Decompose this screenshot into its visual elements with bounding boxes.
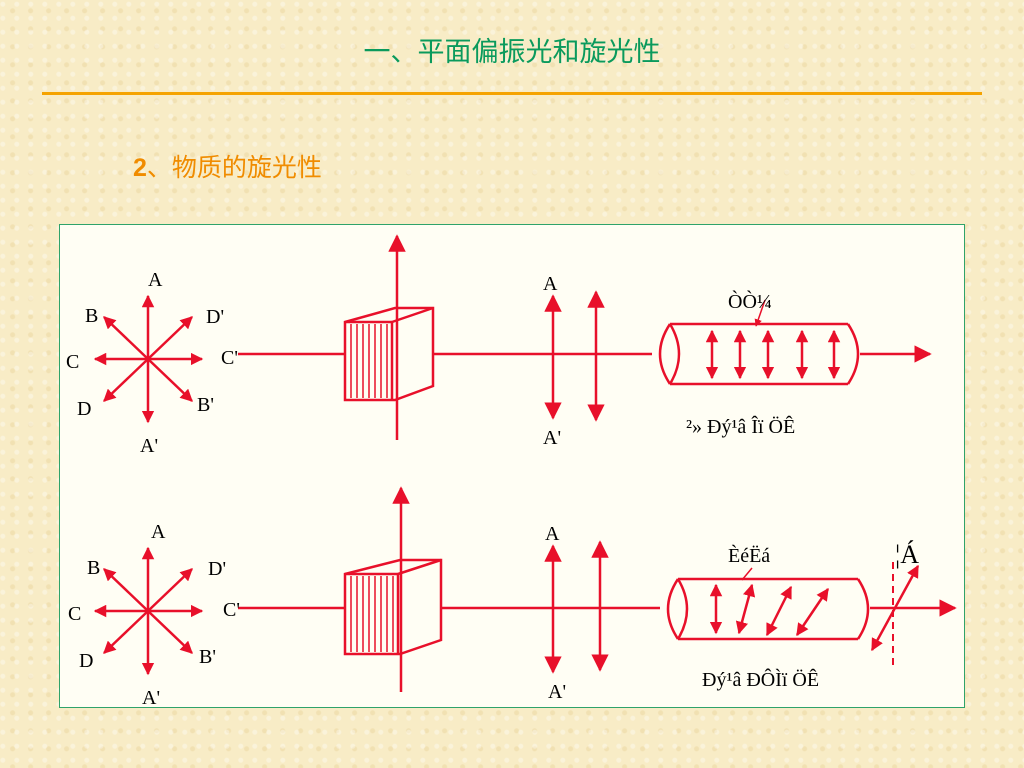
tube-vector-bottom-3 <box>765 585 793 637</box>
rotation-angle-label: ¦Á <box>895 540 919 569</box>
polarizer-label-a-prime-b: A' <box>548 681 567 703</box>
tube-label-pointer-top <box>754 299 766 327</box>
star-label-b-prime-b: B' <box>199 646 216 668</box>
star-label-b: B <box>85 305 99 327</box>
section-heading: 2、物质的旋光性 <box>133 148 322 184</box>
section-number: 2 <box>133 154 147 182</box>
star-label-c-b: C <box>68 603 82 625</box>
nicol-prism-bottom <box>343 558 443 656</box>
star-label-c: C <box>66 351 80 373</box>
tube-label-bottom: ÈéËá <box>728 545 771 567</box>
star-label-b-b: B <box>87 557 101 579</box>
star-label-a-prime-b: A' <box>142 687 161 709</box>
star-label-d: D <box>77 398 92 420</box>
unpolarized-light-star-bottom <box>93 546 204 676</box>
star-axis-dd-b <box>103 568 193 654</box>
star-label-d-prime-b: D' <box>208 558 227 580</box>
caption-bottom: Ðý¹â ÐÔÌï ÖÊ <box>702 669 820 691</box>
star-label-a-b: A <box>151 521 166 543</box>
polarizer-label-a-b: A <box>545 523 560 545</box>
polarizer-label-a-prime: A' <box>543 427 562 449</box>
star-label-c-prime-b: C' <box>223 599 240 621</box>
polarizer-label-a: A <box>543 273 558 295</box>
sample-tube-top <box>658 322 860 386</box>
title-divider <box>42 92 982 95</box>
tube-label-top: ÒÒ¼ <box>728 291 772 313</box>
star-label-c-prime: C' <box>221 347 238 369</box>
bottom-row <box>93 486 957 692</box>
star-label-d-prime: D' <box>206 306 225 328</box>
caption-top: ²» Ðý¹â Îï ÖÊ <box>686 416 796 438</box>
section-heading-text: 、物质的旋光性 <box>146 153 322 182</box>
unpolarized-light-star-top <box>93 294 204 424</box>
tube-vector-bottom-4 <box>795 587 830 637</box>
tube-label-pointer-bottom <box>741 567 753 581</box>
star-label-b-prime: B' <box>197 394 214 416</box>
star-label-a-prime: A' <box>140 435 159 457</box>
star-label-d-b: D <box>79 650 94 672</box>
rotated-polarization-vector <box>870 564 920 652</box>
top-row <box>93 234 932 440</box>
tube-vector-bottom-2 <box>735 583 756 635</box>
star-label-a: A <box>148 269 163 291</box>
nicol-prism-top <box>343 306 435 402</box>
sample-tube-bottom <box>666 577 870 641</box>
page-title: 一、平面偏振光和旋光性 <box>363 37 661 68</box>
star-axis-dd <box>103 316 193 402</box>
